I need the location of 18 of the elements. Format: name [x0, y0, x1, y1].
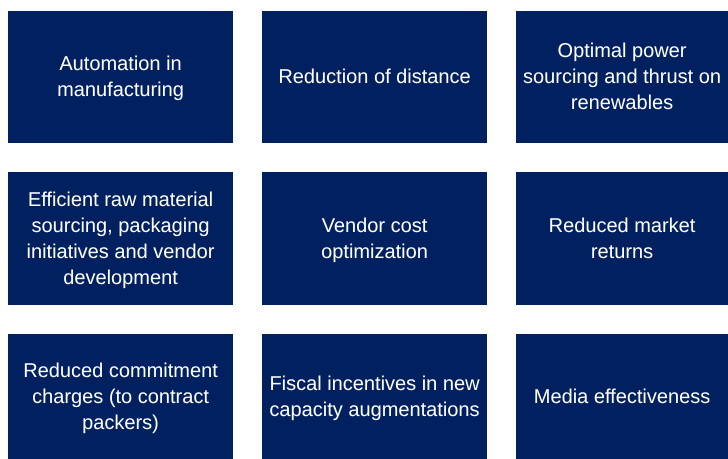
topic-box: [516, 334, 728, 459]
topic-box: [262, 172, 487, 305]
box-label: Optimal power sourcing and thrust on renewables: [522, 39, 722, 116]
box-label: Fiscal incentives in new capacity augmentations: [268, 372, 481, 422]
topic-box: [516, 11, 728, 143]
box-label: Reduction of distance: [278, 65, 471, 90]
box-label: Efficient raw material sourcing, packaging initiatives and vendor development: [26, 188, 216, 290]
topic-box: [516, 172, 728, 305]
topic-box: [262, 334, 487, 459]
topic-box: [8, 11, 233, 143]
box-label: Reduced commitment charges (to contract packers): [22, 358, 219, 436]
topic-box: [8, 334, 233, 459]
topic-box: [262, 11, 487, 143]
topic-box: [8, 172, 233, 305]
box-label: Automation in manufacturing: [56, 52, 185, 103]
box-label: Vendor cost optimization: [320, 214, 429, 264]
box-label: Reduced market returns: [548, 214, 696, 264]
box-label: Media effectiveness: [534, 384, 710, 410]
